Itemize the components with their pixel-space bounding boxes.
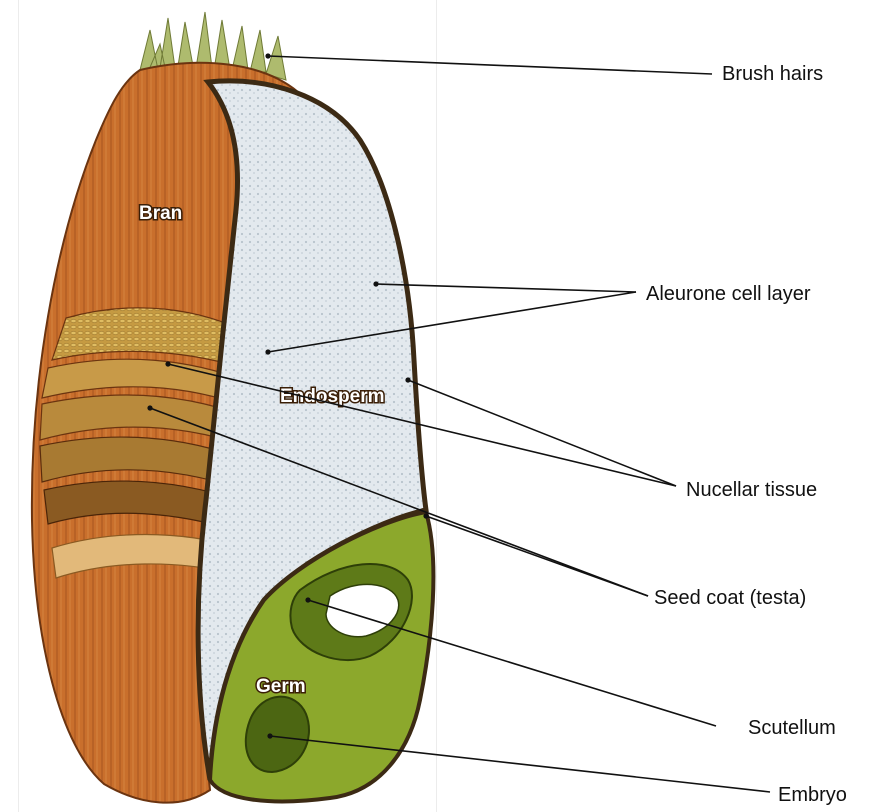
germ-label: Germ [256,676,306,697]
leader-aleurone-1 [376,284,636,292]
label-scutellum: Scutellum [748,717,836,739]
label-seed-coat: Seed coat (testa) [654,587,806,609]
leader-tip-nucellar-2 [165,361,170,366]
label-embryo: Embryo [778,784,847,806]
leader-tip-embryo [267,733,272,738]
leader-tip-aleurone-1 [373,281,378,286]
label-brush-hairs: Brush hairs [722,63,823,85]
leader-tip-aleurone-2 [265,349,270,354]
leader-tip-seed-coat-2 [423,513,428,518]
leader-seed-coat-2 [426,516,648,596]
leader-tip-brush-hairs [265,53,270,58]
label-nucellar: Nucellar tissue [686,479,817,501]
bran-label: Bran [139,203,182,224]
leader-tip-seed-coat-1 [147,405,152,410]
leader-nucellar-1 [408,380,676,486]
leader-tip-scutellum [305,597,310,602]
leader-tip-nucellar-1 [405,377,410,382]
label-aleurone: Aleurone cell layer [646,283,811,305]
leader-brush-hairs [268,56,712,74]
